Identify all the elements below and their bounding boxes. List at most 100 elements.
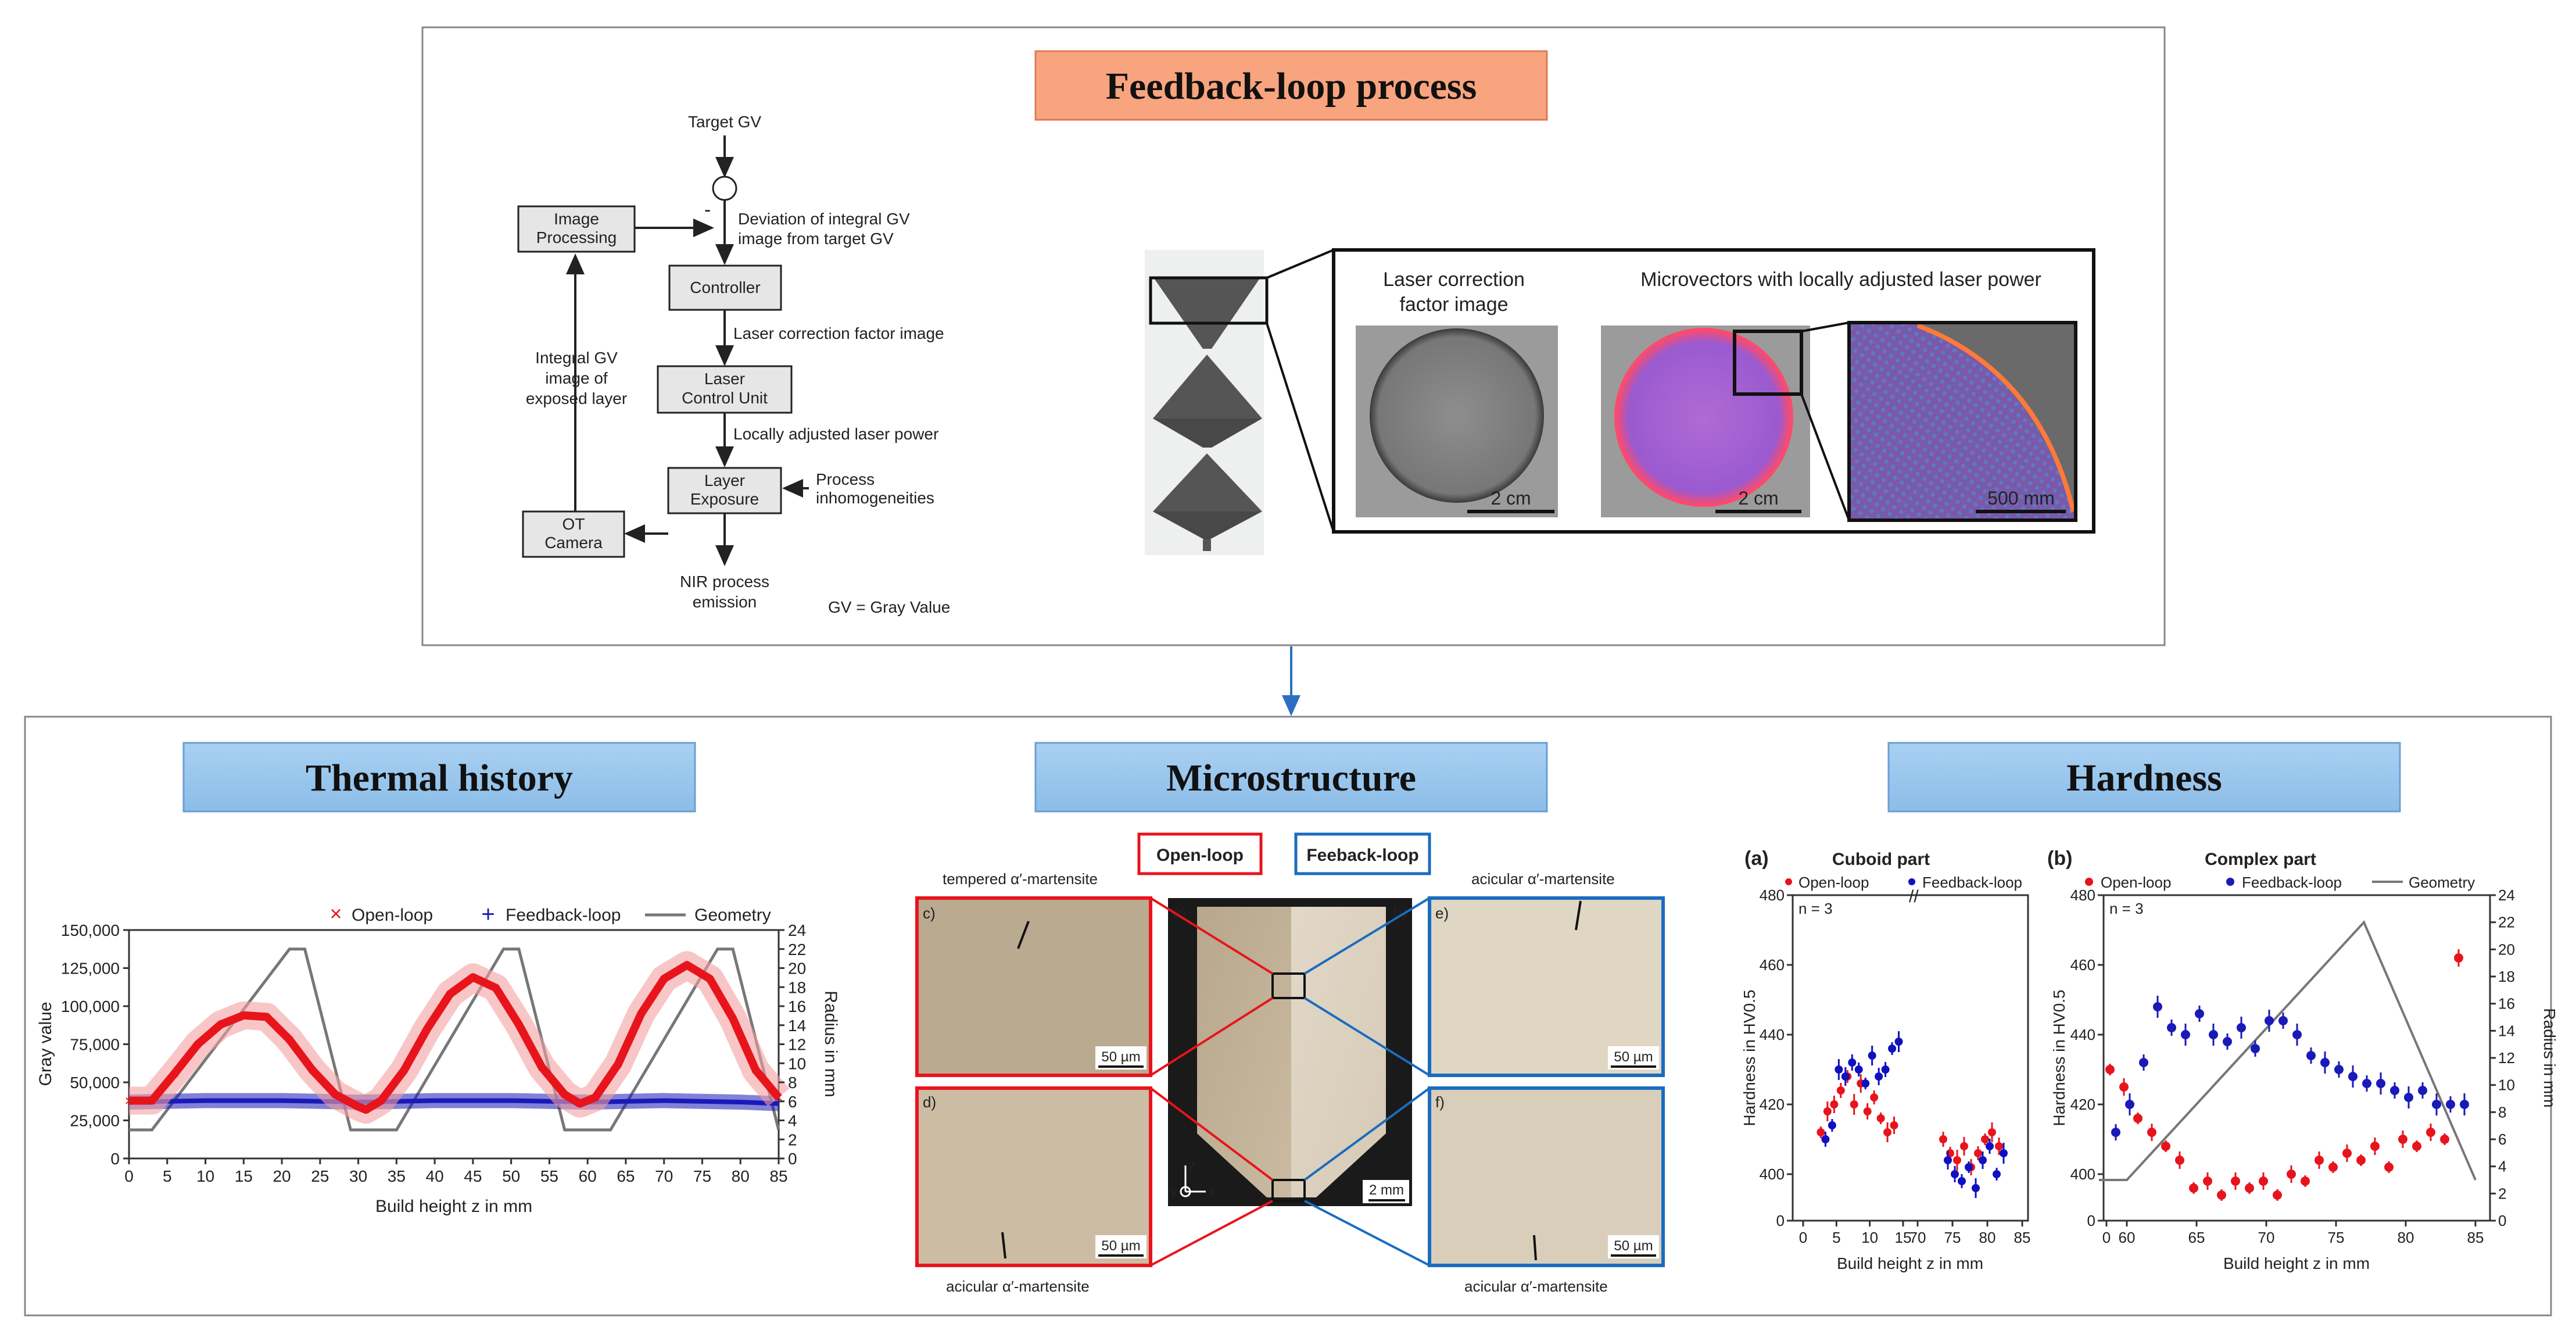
complex-y2tick-label: 6	[2498, 1131, 2506, 1148]
complex-y2tick-label: 20	[2498, 940, 2515, 958]
complex-y2tick-label: 0	[2498, 1212, 2506, 1229]
flow-target: Target GV	[688, 113, 761, 131]
complex-y2tick-label: 24	[2498, 886, 2515, 904]
cuboid-point	[1836, 1086, 1845, 1095]
cuboid-ytick-label: 480	[1760, 886, 1785, 904]
integral-l1: Integral GV	[535, 349, 618, 367]
thermal-open-point: ×	[400, 1061, 409, 1079]
complex-point	[2265, 1016, 2274, 1025]
complex-xtick-label: 85	[2467, 1229, 2484, 1246]
micro-title-box	[1034, 742, 1548, 813]
cuboid-point	[1993, 1170, 2001, 1178]
complex-point	[2245, 1183, 2254, 1193]
feedback-title-box	[1034, 50, 1548, 121]
complex-ytick-label: 400	[2070, 1165, 2095, 1183]
axis-z: z	[1189, 1158, 1195, 1172]
label-d: d)	[923, 1093, 936, 1111]
thermal-open-point: ×	[377, 1092, 385, 1109]
ot-camera-box	[522, 510, 625, 558]
complex-point	[2390, 1086, 2399, 1095]
axis-x: x	[1209, 1184, 1215, 1199]
cuboid-xtick-label: 15	[1895, 1229, 1912, 1246]
cuboid-legend-feedback: Feedback-loop	[1922, 874, 2022, 891]
complex-point	[2342, 1149, 2352, 1158]
thermal-ytick-label: 0	[110, 1150, 120, 1168]
thermal-xtick-label: 75	[693, 1167, 711, 1185]
complex-point	[2203, 1176, 2212, 1186]
image-processing-box	[517, 205, 636, 253]
complex-point	[2119, 1082, 2129, 1092]
hardness-title: Hardness	[2066, 757, 2222, 799]
gv-note: GV = Gray Value	[828, 598, 950, 616]
nir-l1: NIR process	[680, 573, 769, 591]
hardness-title-box	[1887, 742, 2401, 813]
complex-ytick-label: 420	[2070, 1096, 2095, 1113]
complex-point	[2231, 1176, 2240, 1186]
layer-l1: Layer	[704, 471, 745, 489]
controller-box	[668, 264, 782, 311]
thermal-open-point: ×	[637, 1005, 646, 1022]
complex-geometry-line	[2099, 920, 2477, 1181]
cuboid-point	[1875, 1072, 1883, 1081]
thermal-y2tick-label: 18	[788, 978, 806, 996]
thermal-y2tick-label: 6	[788, 1093, 797, 1111]
complex-point	[2454, 953, 2463, 963]
complex-point	[2147, 1128, 2156, 1137]
lcu-l1: Laser	[704, 370, 745, 388]
complex-title: Complex part	[2205, 850, 2316, 869]
thermal-y2label: Radius in mm	[821, 990, 840, 1097]
complex-xtick-label: 75	[2328, 1229, 2345, 1246]
complex-xtick-label: 0	[2102, 1229, 2111, 1246]
complex-ytick-label: 460	[2070, 956, 2095, 974]
cuboid-legend: Open-loop Feedback-loop	[1785, 874, 2022, 891]
cuboid-point	[1972, 1184, 1980, 1192]
integral-l3: exposed layer	[526, 389, 627, 407]
cuboid-point	[1981, 1135, 1989, 1143]
complex-xtick-label: 60	[2119, 1229, 2136, 1246]
cuboid-legend-open: Open-loop	[1798, 874, 1869, 891]
complex-point	[2301, 1176, 2310, 1186]
thermal-xtick-label: 15	[235, 1167, 253, 1185]
thermal-open-point: ×	[514, 1015, 523, 1033]
thermal-open-point: ×	[194, 1036, 202, 1053]
complex-point	[2404, 1093, 2413, 1102]
cuboid-point	[1979, 1156, 1987, 1164]
thermal-y2tick-label: 14	[788, 1017, 806, 1035]
complex-point	[2432, 1100, 2441, 1109]
thermal-y2tick-label: 24	[788, 921, 806, 939]
cuboid-point	[1835, 1065, 1843, 1074]
ot-l1: OT	[563, 515, 585, 533]
thermal-ytick-label: 50,000	[70, 1074, 120, 1092]
thermal-open-point: ×	[751, 1061, 760, 1079]
cuboid-point	[1861, 1079, 1870, 1088]
thermal-open-point: ×	[660, 970, 668, 988]
complex-point	[2306, 1051, 2316, 1060]
cuboid-point	[1863, 1107, 1872, 1115]
scale-center: 2 mm	[1369, 1182, 1404, 1198]
complex-point	[2273, 1190, 2282, 1200]
complex-point	[2412, 1142, 2421, 1151]
thermal-xtick-label: 25	[311, 1167, 329, 1185]
label-e: e)	[1435, 904, 1449, 922]
thermal-legend: × Open-loop + Feedback-loop Geometry	[329, 902, 771, 927]
mv-title: Microvectors with locally adjusted laser…	[1640, 269, 2041, 291]
thermal-open-point: ×	[614, 1056, 622, 1073]
complex-y2tick-label: 10	[2498, 1077, 2515, 1094]
complex-point	[2175, 1156, 2184, 1165]
thermal-open-point: ×	[354, 1098, 363, 1115]
open-loop-tag	[1137, 832, 1263, 875]
inhomog-l1: Process	[816, 470, 875, 488]
open-loop-label: Open-loop	[1156, 846, 1244, 865]
cuboid-point	[1868, 1052, 1876, 1060]
thermal-xtick-label: 40	[426, 1167, 444, 1185]
complex-y2tick-label: 18	[2498, 968, 2515, 985]
complex-point	[2334, 1065, 2344, 1074]
ot-l2: Camera	[544, 534, 603, 552]
complex-point	[2328, 1163, 2338, 1172]
scale-e-micro: 50 µm	[1614, 1049, 1653, 1065]
complex-xlabel: Build height z in mm	[2223, 1254, 2370, 1272]
cuboid-point	[1951, 1170, 1959, 1178]
thermal-open-line	[129, 961, 782, 1114]
